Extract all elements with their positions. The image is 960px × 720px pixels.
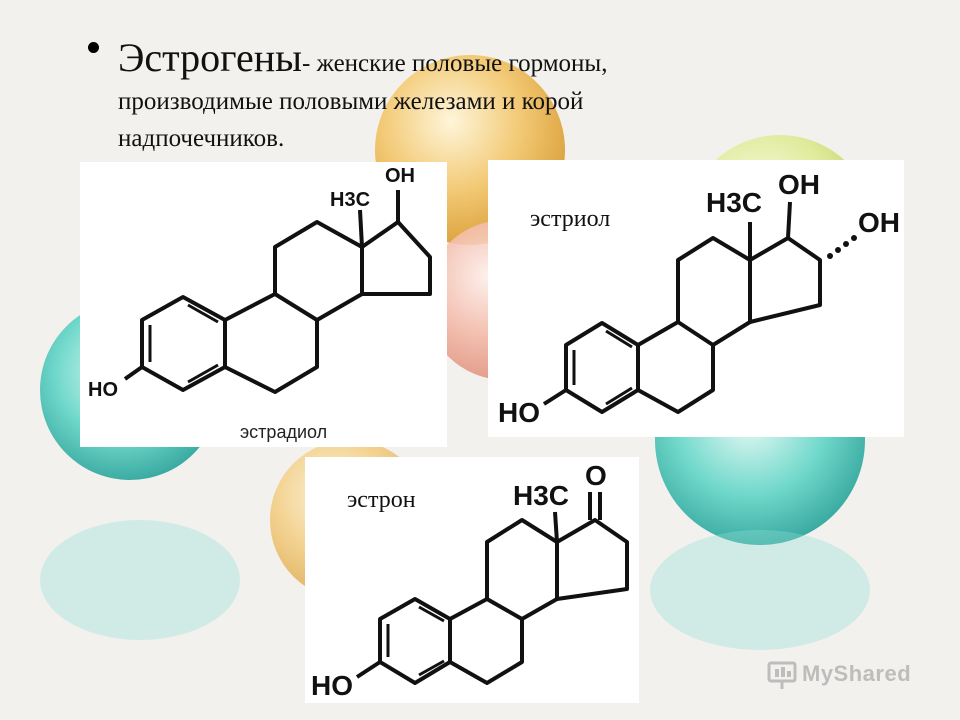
watermark-text: MyShared [802, 661, 912, 686]
bullet-first-line: Эстрогены- женские половые гормоны, [118, 32, 607, 84]
estriol-oh-side-label: OH [858, 207, 900, 238]
estrone-methyl-label: H3C [513, 480, 569, 511]
estriol-structure-card: эстриол H3C OH OH HO [488, 160, 904, 437]
estriol-oh-top-label: OH [778, 169, 820, 200]
estrone-structure-diagram: H3C O HO [311, 460, 629, 701]
estriol-ho-label: HO [498, 397, 540, 428]
estriol-caption: эстриол [530, 206, 611, 232]
estradiol-structure-diagram: H3C OH HO эстрадиол [88, 165, 432, 442]
description-line-3: надпочечников. [118, 125, 285, 152]
description-line-1: женские половые гормоны, [316, 50, 608, 77]
estrone-structure-card: эстрон H3C O HO [305, 457, 639, 703]
estradiol-ho-label: HO [88, 379, 118, 401]
estradiol-oh-label: OH [385, 165, 415, 187]
description-line-2: производимые половыми железами и корой [118, 88, 584, 115]
term-estrogens: Эстрогены [118, 35, 303, 80]
bullet-dot [88, 42, 99, 53]
estradiol-caption: эстрадиол [240, 422, 327, 442]
myshared-watermark: MyShared [766, 656, 936, 696]
estrone-ketone-label: O [585, 460, 607, 491]
presentation-icon [767, 661, 797, 689]
term-dash: - [302, 50, 317, 77]
estriol-methyl-label: H3C [706, 187, 762, 218]
estrone-caption: эстрон [347, 487, 416, 513]
estrone-ho-label: HO [311, 670, 353, 701]
estriol-structure-diagram: H3C OH OH HO [498, 169, 900, 428]
estradiol-structure-card: H3C OH HO эстрадиол [80, 162, 447, 447]
estradiol-methyl-label: H3C [330, 189, 370, 211]
